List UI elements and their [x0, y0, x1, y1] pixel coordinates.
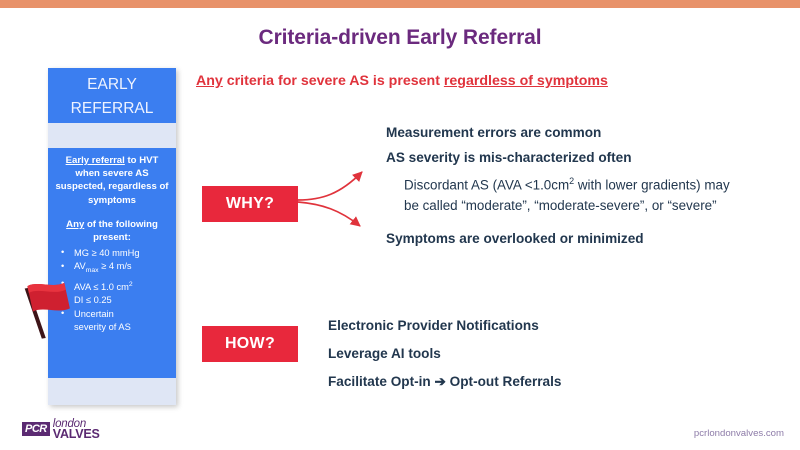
why-line-1: Measurement errors are common [386, 125, 602, 140]
footer-url: pcrlondonvalves.com [693, 428, 784, 439]
pcr-london-valves-logo: PCR london VALVES [22, 418, 100, 441]
discordant-part-a: Discordant AS (AVA <1.0cm [404, 177, 570, 193]
card-any-underlined: Any [66, 218, 85, 230]
how-label-box[interactable]: HOW? [202, 326, 298, 362]
subtitle-regardless: regardless of symptoms [443, 73, 608, 89]
list-item: AVmax ≥ 4 m/s [54, 260, 170, 277]
card-any-rest: of the following present: [84, 218, 158, 243]
early-referral-card-body: Early referral to HVT when severe AS sus… [48, 148, 176, 378]
card-intro-text: Early referral to HVT when severe AS sus… [54, 154, 170, 207]
top-accent-bar [0, 0, 800, 8]
logo-london-text: london [52, 418, 87, 430]
card-header-line-2: REFERRAL [70, 100, 154, 117]
discordant-part-b: with lower gradients) may be called “mod… [404, 177, 730, 214]
card-intro-rest: to HVT when severe AS suspected, regardl… [55, 155, 169, 206]
page-title: Criteria-driven Early Referral [258, 26, 542, 49]
early-referral-card-header: EARLY REFERRAL [48, 68, 176, 123]
list-item: MG ≥ 40 mmHg [54, 246, 170, 260]
card-any-heading: Any of the following present: [54, 218, 170, 244]
red-flag-icon [24, 282, 70, 339]
why-label-box[interactable]: WHY? [202, 186, 298, 222]
why-branch-arrows [297, 171, 363, 227]
why-discordant-paragraph: Discordant AS (AVA <1.0cm2 with lower gr… [386, 171, 746, 216]
how-line-1: Electronic Provider Notifications [328, 318, 539, 333]
card-intro-underlined: Early referral [65, 155, 125, 166]
card-footer-band [48, 378, 176, 405]
how-line-2: Leverage AI tools [328, 346, 441, 361]
logo-valves-text: VALVES [52, 427, 100, 441]
pcr-logo-mark: PCR [22, 422, 50, 436]
how-line-3: Facilitate Opt-in ➔ Opt-out Referrals [328, 374, 562, 389]
subtitle-banner: Any criteria for severe AS is present re… [196, 73, 736, 89]
why-content-block: Measurement errors are common AS severit… [386, 120, 746, 246]
card-header-line-1: EARLY [87, 76, 137, 93]
why-line-2: AS severity is mis-characterized often [386, 150, 632, 165]
card-spacer-band [48, 123, 176, 148]
discordant-superscript: 2 [569, 176, 575, 186]
subtitle-middle: criteria for severe AS is present [222, 73, 444, 89]
subtitle-any: Any [196, 73, 223, 89]
early-referral-card: EARLY REFERRAL Early referral to HVT whe… [48, 68, 176, 405]
how-content-block: Electronic Provider Notifications Levera… [328, 312, 728, 396]
logo-wordmark: london VALVES [52, 418, 100, 441]
why-line-3: Symptoms are overlooked or minimized [386, 231, 644, 247]
